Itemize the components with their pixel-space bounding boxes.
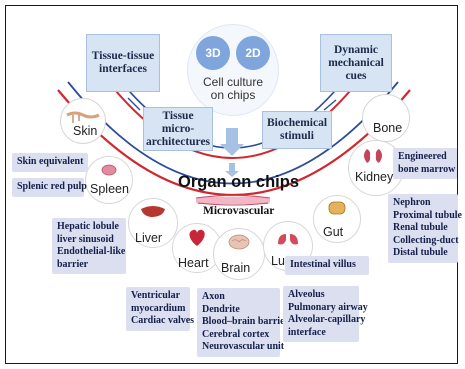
example-line: Alveolus	[288, 289, 354, 302]
example-line: liver sinusoid	[57, 234, 121, 247]
box-line: Dynamic	[328, 44, 384, 57]
example-line: Neurovascular unit	[202, 341, 275, 354]
microvascular-label: Microvascular	[203, 205, 274, 217]
example-line: Dendrite	[202, 304, 275, 317]
example-line: Axon	[202, 291, 275, 304]
skin-label: Skin	[73, 124, 97, 138]
spleen-label: Spleen	[90, 182, 129, 196]
tissue-interfaces-box: Tissue-tissue interfaces	[86, 34, 160, 92]
box-line: mechanical	[328, 57, 384, 70]
example-line: Collecting-duct	[393, 235, 453, 248]
gut-examples-box: Intestinal villus	[285, 256, 369, 275]
example-line: Cardiac valves	[131, 315, 185, 328]
box-line: interfaces	[92, 63, 154, 76]
example-line: Splenic red pulp	[17, 181, 79, 194]
biochemical-stimuli-box: Biochemical stimuli	[262, 111, 332, 149]
example-line: Blood–brain barrier	[202, 316, 275, 329]
down-arrow-icon	[220, 128, 244, 156]
example-line: Intestinal villus	[290, 259, 364, 272]
spleen-bubble	[85, 156, 133, 204]
heart-examples-box: Ventricular myocardium Cardiac valves	[126, 287, 190, 331]
brain-label: Brain	[221, 261, 250, 275]
example-line: Hepatic lobule	[57, 221, 121, 234]
kidney-examples-box: Nephron Proximal tubule Renal tubule Col…	[388, 194, 458, 263]
lung-examples-box: Alveolus Pulmonary airway Alveolar-capil…	[283, 286, 359, 342]
cell-culture-label: Cell culture on chips	[190, 76, 276, 102]
box-line: Tissue-tissue	[92, 50, 154, 63]
example-line: Distal tubule	[393, 247, 453, 260]
bone-label: Bone	[373, 121, 402, 135]
example-line: Renal tubule	[393, 222, 453, 235]
bubble-3d: 3D	[196, 36, 230, 70]
micro-architectures-box: Tissue micro- architectures	[143, 107, 213, 151]
spleen-examples-box: Splenic red pulp	[12, 178, 84, 197]
example-line: bone marrow	[398, 164, 452, 177]
brain-examples-box: Axon Dendrite Blood–brain barrier Cerebr…	[197, 288, 280, 357]
example-line: Endothelial-like	[57, 246, 121, 259]
bubble-2d: 2D	[236, 36, 270, 70]
spleen-icon	[86, 157, 132, 203]
cell-culture-bubble	[187, 24, 279, 116]
example-line: barrier	[57, 259, 121, 272]
organ-on-chips-title: Organ on chips	[178, 173, 299, 192]
example-line: Nephron	[393, 197, 453, 210]
heart-label: Heart	[178, 256, 209, 270]
box-line: Biochemical	[267, 117, 327, 130]
example-line: Alveolar-capillary	[288, 314, 354, 327]
cell-culture-line2: on chips	[190, 89, 276, 102]
bone-examples-box: Engineered bone marrow	[393, 148, 457, 179]
box-line: stimuli	[267, 130, 327, 143]
example-line: Engineered	[398, 151, 452, 164]
example-line: Proximal tubule	[393, 210, 453, 223]
box-line: Tissue micro-	[146, 110, 210, 136]
example-line: interface	[288, 327, 354, 340]
box-line: cues	[328, 70, 384, 83]
example-line: Skin equivalent	[17, 156, 83, 169]
dynamic-cues-box: Dynamic mechanical cues	[320, 34, 392, 92]
example-line: Cerebral cortex	[202, 329, 275, 342]
liver-examples-box: Hepatic lobule liver sinusoid Endothelia…	[52, 218, 126, 274]
liver-label: Liver	[135, 231, 162, 245]
skin-examples-box: Skin equivalent	[12, 153, 88, 172]
example-line: Pulmonary airway	[288, 302, 354, 315]
microvascular-tube	[196, 197, 270, 204]
box-line: architectures	[146, 136, 210, 149]
kidney-label: Kidney	[355, 170, 393, 184]
example-line: Ventricular	[131, 290, 185, 303]
example-line: myocardium	[131, 303, 185, 316]
gut-label: Gut	[323, 225, 343, 239]
